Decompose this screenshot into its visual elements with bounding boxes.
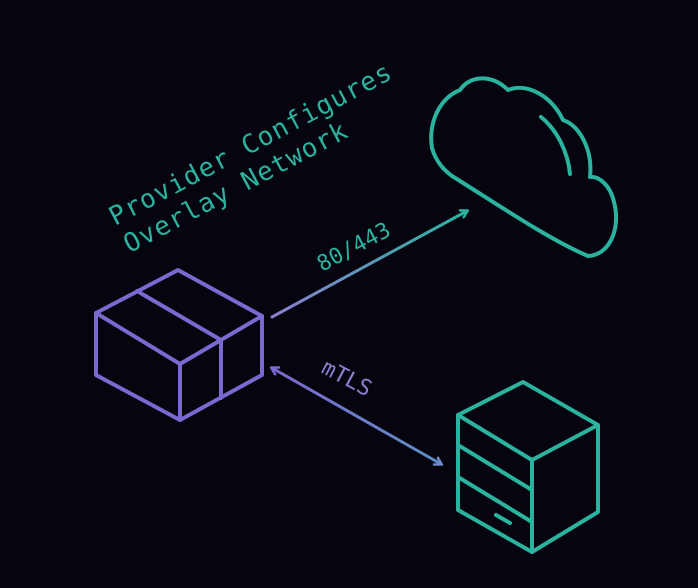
cloud-icon <box>429 76 619 258</box>
title-line-1: Provider Configures <box>104 57 397 232</box>
edge-label-mtls: mTLS <box>317 355 376 402</box>
arrow-mtls <box>272 368 441 464</box>
server-icon <box>456 380 600 554</box>
edge-to-cloud: 80/443 <box>270 211 467 319</box>
box-icon <box>94 268 264 422</box>
arrow-to-cloud <box>270 211 467 319</box>
edge-label-80-443: 80/443 <box>313 218 395 277</box>
edge-to-server: mTLS <box>272 355 441 464</box>
